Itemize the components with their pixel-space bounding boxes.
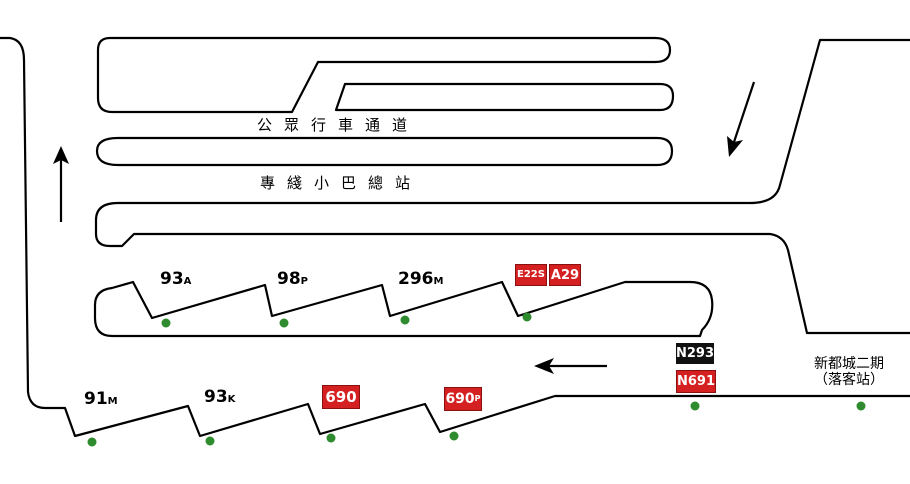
- top-island-outline: [96, 36, 672, 114]
- stop-dot: [326, 433, 336, 443]
- upper-bay-outline: [93, 280, 714, 338]
- route-badge-690: 690: [322, 385, 360, 409]
- stop-dot: [400, 315, 410, 325]
- route-label-93k: 93K: [204, 387, 236, 407]
- route-badge-n691: N691: [676, 370, 716, 393]
- stop-dot: [449, 431, 459, 441]
- stop-dot: [522, 312, 532, 322]
- arrow-up-icon: [53, 146, 69, 164]
- route-badge-a29: A29: [549, 264, 581, 286]
- road-label-public-lane: 公眾行車通道: [257, 116, 420, 134]
- stop-dot: [690, 401, 700, 411]
- terminus-note: （落客站）: [814, 372, 884, 389]
- terminus-name: 新都城二期: [814, 356, 884, 372]
- stop-dot: [87, 437, 97, 447]
- stop-dot: [279, 318, 289, 328]
- route-badge-n293: N293: [676, 343, 714, 364]
- stop-dot: [205, 436, 215, 446]
- middle-island-outline: [95, 136, 674, 167]
- top-island-lower-lobe: [334, 82, 675, 112]
- route-label-296m: 296M: [398, 269, 444, 289]
- terminus-label: 新都城二期 （落客站）: [814, 356, 884, 388]
- route-label-98p: 98P: [277, 269, 309, 289]
- road-label-minibus-terminus: 專綫小巴總站: [260, 174, 423, 192]
- arrow-down-left-shaft: [731, 81, 756, 146]
- route-label-91m: 91M: [84, 389, 118, 409]
- arrow-left-icon: [534, 358, 554, 374]
- arrow-down-left-icon: [727, 136, 743, 157]
- upper-boundary-line: [94, 38, 910, 335]
- stop-dot: [161, 318, 171, 328]
- route-badge-e22s: E22S: [515, 264, 547, 286]
- outer-boundary-line: [0, 36, 910, 438]
- route-label-93a: 93A: [160, 269, 192, 289]
- stop-dot: [856, 401, 866, 411]
